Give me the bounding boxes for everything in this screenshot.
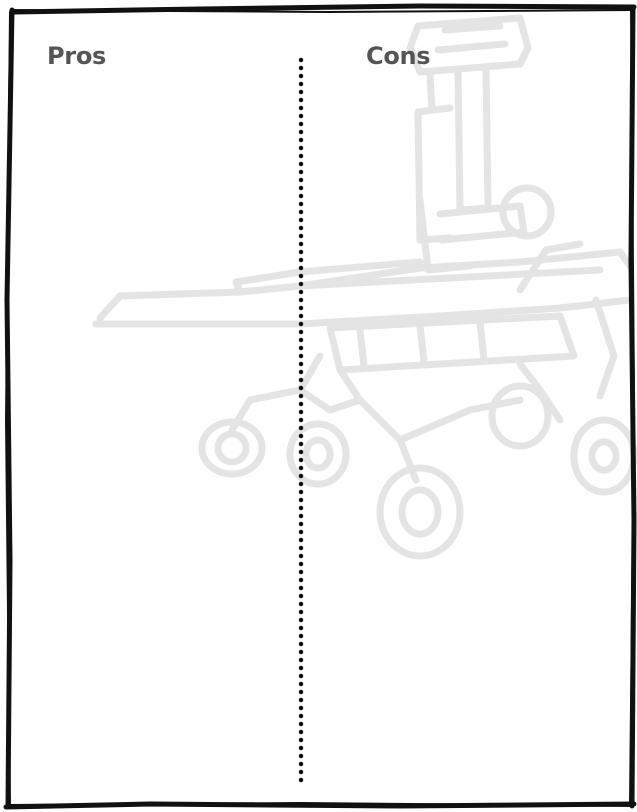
cons-heading: Cons bbox=[366, 42, 431, 70]
dotted-divider bbox=[298, 56, 304, 784]
cons-writing-area[interactable] bbox=[310, 80, 615, 780]
pros-heading: Pros bbox=[47, 42, 106, 70]
pros-writing-area[interactable] bbox=[20, 80, 292, 780]
